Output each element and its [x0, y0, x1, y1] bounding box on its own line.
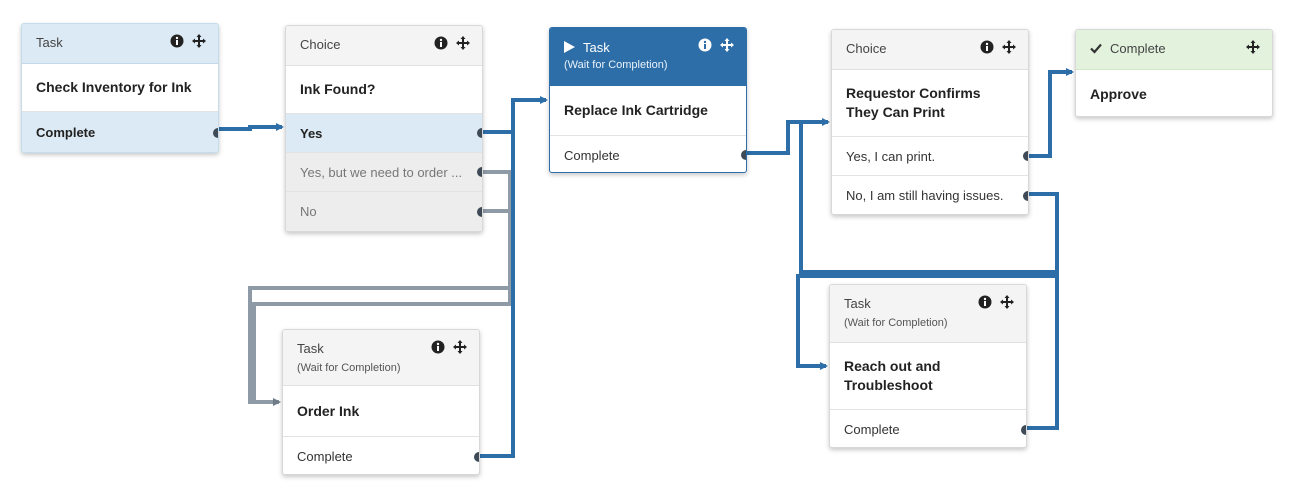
- connector-check-to-choice: [219, 123, 284, 131]
- outcome-label: Yes, but we need to order ...: [300, 164, 463, 180]
- connector-replace-to-confirm: [747, 118, 830, 155]
- node-subtitle: (Wait for Completion): [297, 362, 401, 374]
- connector-reach-to-confirm: [799, 122, 1059, 430]
- move-icon[interactable]: [456, 36, 470, 50]
- move-icon[interactable]: [1246, 40, 1260, 54]
- node-type: Choice: [300, 37, 341, 52]
- node-check-inventory[interactable]: Task Check Inventory for Ink Complete: [21, 23, 219, 153]
- move-icon[interactable]: [1002, 40, 1016, 54]
- move-icon[interactable]: [192, 34, 206, 48]
- outcome-label: Complete: [297, 449, 353, 464]
- node-replace-cartridge[interactable]: Task (Wait for Completion) Replace Ink C…: [549, 27, 747, 173]
- node-type: Task: [36, 35, 63, 50]
- outcome-complete[interactable]: Complete: [22, 112, 218, 152]
- connector-order-to-replace: [480, 100, 515, 458]
- outcome-label: Yes: [300, 125, 323, 141]
- outcome-still-issues[interactable]: No, I am still having issues.: [832, 176, 1028, 214]
- outcome-complete[interactable]: Complete: [550, 136, 746, 172]
- node-type: Task: [583, 40, 610, 55]
- node-title: Requestor Confirms They Can Print: [832, 70, 1028, 137]
- connector-port[interactable]: [477, 128, 482, 138]
- check-icon: [1090, 43, 1102, 54]
- node-subtitle: (Wait for Completion): [564, 59, 668, 71]
- move-icon[interactable]: [453, 340, 467, 354]
- node-header: Choice: [286, 26, 482, 66]
- info-icon[interactable]: [434, 36, 448, 50]
- node-header: Task (Wait for Completion): [550, 28, 746, 86]
- node-header: Task (Wait for Completion): [830, 285, 1026, 343]
- connector-port[interactable]: [477, 167, 482, 177]
- node-title: Reach out and Troubleshoot: [830, 343, 1026, 410]
- connector-port[interactable]: [1021, 424, 1026, 435]
- connector-port[interactable]: [474, 451, 479, 462]
- node-title: Check Inventory for Ink: [22, 64, 218, 112]
- move-icon[interactable]: [720, 38, 734, 52]
- outcome-label: Complete: [564, 147, 620, 163]
- node-reach-out[interactable]: Task (Wait for Completion) Reach out and…: [829, 284, 1027, 448]
- node-title: Approve: [1090, 85, 1147, 102]
- node-type: Complete: [1110, 41, 1166, 56]
- outcome-complete[interactable]: Complete: [830, 410, 1026, 447]
- connector-port[interactable]: [477, 206, 482, 217]
- info-icon[interactable]: [698, 38, 712, 52]
- node-subtitle: (Wait for Completion): [844, 317, 948, 329]
- outcome-yes-print[interactable]: Yes, I can print.: [832, 137, 1028, 176]
- outcome-label: Complete: [36, 125, 96, 140]
- node-type: Task: [297, 341, 324, 356]
- connector-port[interactable]: [1023, 190, 1028, 201]
- outcome-complete[interactable]: Complete: [283, 437, 479, 474]
- move-icon[interactable]: [1000, 295, 1014, 309]
- node-ink-found[interactable]: Choice Ink Found? Yes Yes, but we need t…: [285, 25, 483, 232]
- info-icon[interactable]: [170, 34, 184, 48]
- node-header: Task: [22, 24, 218, 64]
- outcome-label: Complete: [844, 422, 900, 437]
- node-header: Choice: [832, 30, 1028, 70]
- outcome-label: No, I am still having issues.: [846, 188, 1004, 203]
- node-header: Task (Wait for Completion): [283, 330, 479, 386]
- connector-port[interactable]: [741, 150, 746, 160]
- node-title: Ink Found?: [286, 66, 482, 114]
- node-title: Replace Ink Cartridge: [550, 86, 746, 136]
- node-type: Choice: [846, 41, 887, 56]
- connector-port[interactable]: [213, 127, 218, 138]
- outcome-no[interactable]: No: [286, 192, 482, 231]
- info-icon[interactable]: [431, 340, 445, 354]
- node-type: Task: [844, 296, 871, 311]
- node-order-ink[interactable]: Task (Wait for Completion) Order Ink Com…: [282, 329, 480, 475]
- outcome-yes-order[interactable]: Yes, but we need to order ...: [286, 153, 482, 192]
- info-icon[interactable]: [980, 40, 994, 54]
- connector-no: [252, 209, 512, 402]
- node-requestor-confirms[interactable]: Choice Requestor Confirms They Can Print…: [831, 29, 1029, 215]
- node-title: Order Ink: [283, 386, 479, 437]
- outcome-label: Yes, I can print.: [846, 148, 936, 164]
- outcome-label: No: [300, 204, 317, 219]
- info-icon[interactable]: [978, 295, 992, 309]
- connector-issues-to-reach: [796, 192, 1059, 370]
- node-header: Complete: [1076, 30, 1272, 70]
- connector-port[interactable]: [1023, 151, 1028, 161]
- outcome-yes[interactable]: Yes: [286, 114, 482, 153]
- play-icon: [564, 41, 575, 53]
- connector-yes-print-to-approve: [1029, 68, 1074, 158]
- node-approve[interactable]: Complete Approve: [1075, 29, 1273, 117]
